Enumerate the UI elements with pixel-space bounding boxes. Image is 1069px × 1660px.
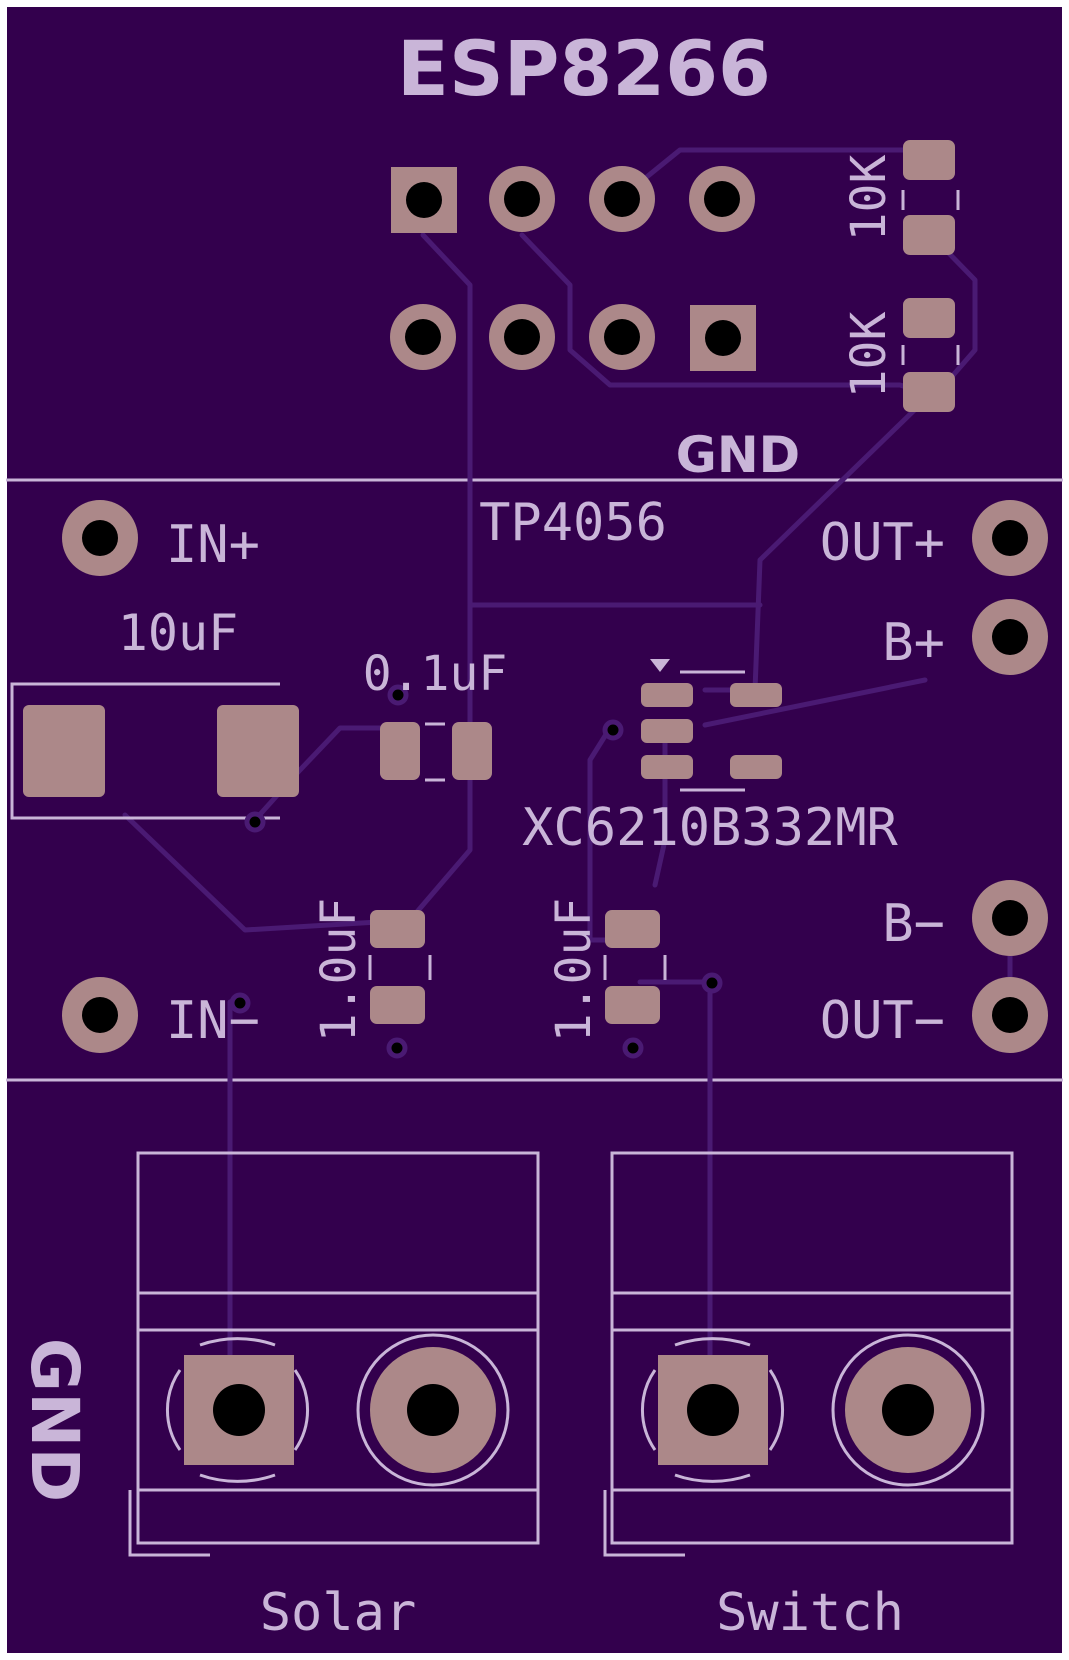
silkscreen-outlines (10, 190, 1014, 1557)
pin1-marker (650, 659, 670, 672)
drill-holes (82, 181, 1028, 1436)
label-out-plus: OUT+ (820, 513, 945, 573)
label-gnd-side: GND (16, 1338, 93, 1502)
label-switch: Switch (716, 1583, 904, 1643)
label-in-plus: IN+ (166, 515, 260, 575)
label-10uf: 10uF (118, 604, 238, 662)
label-esp8266: ESP8266 (397, 24, 771, 113)
label-gnd-top: GND (676, 426, 800, 484)
cap-10uf-outline (10, 682, 280, 820)
label-out-minus: OUT− (820, 991, 945, 1051)
label-tp4056: TP4056 (479, 493, 667, 553)
label-0-1uf: 0.1uF (363, 646, 508, 702)
label-in-minus: IN− (166, 991, 260, 1051)
label-10k-bottom: 10K (841, 312, 897, 399)
vias (229, 684, 723, 1059)
label-1uf-right: 1.0uF (546, 898, 602, 1043)
label-1uf-left: 1.0uF (311, 898, 367, 1043)
label-b-minus: B− (882, 894, 945, 954)
switch-terminal-outline (610, 1151, 1014, 1545)
label-solar: Solar (260, 1583, 417, 1643)
label-regulator: XC6210B332MR (522, 798, 898, 858)
label-10k-top: 10K (841, 155, 897, 242)
solar-terminal-outline (136, 1151, 540, 1545)
label-b-plus: B+ (882, 613, 945, 673)
